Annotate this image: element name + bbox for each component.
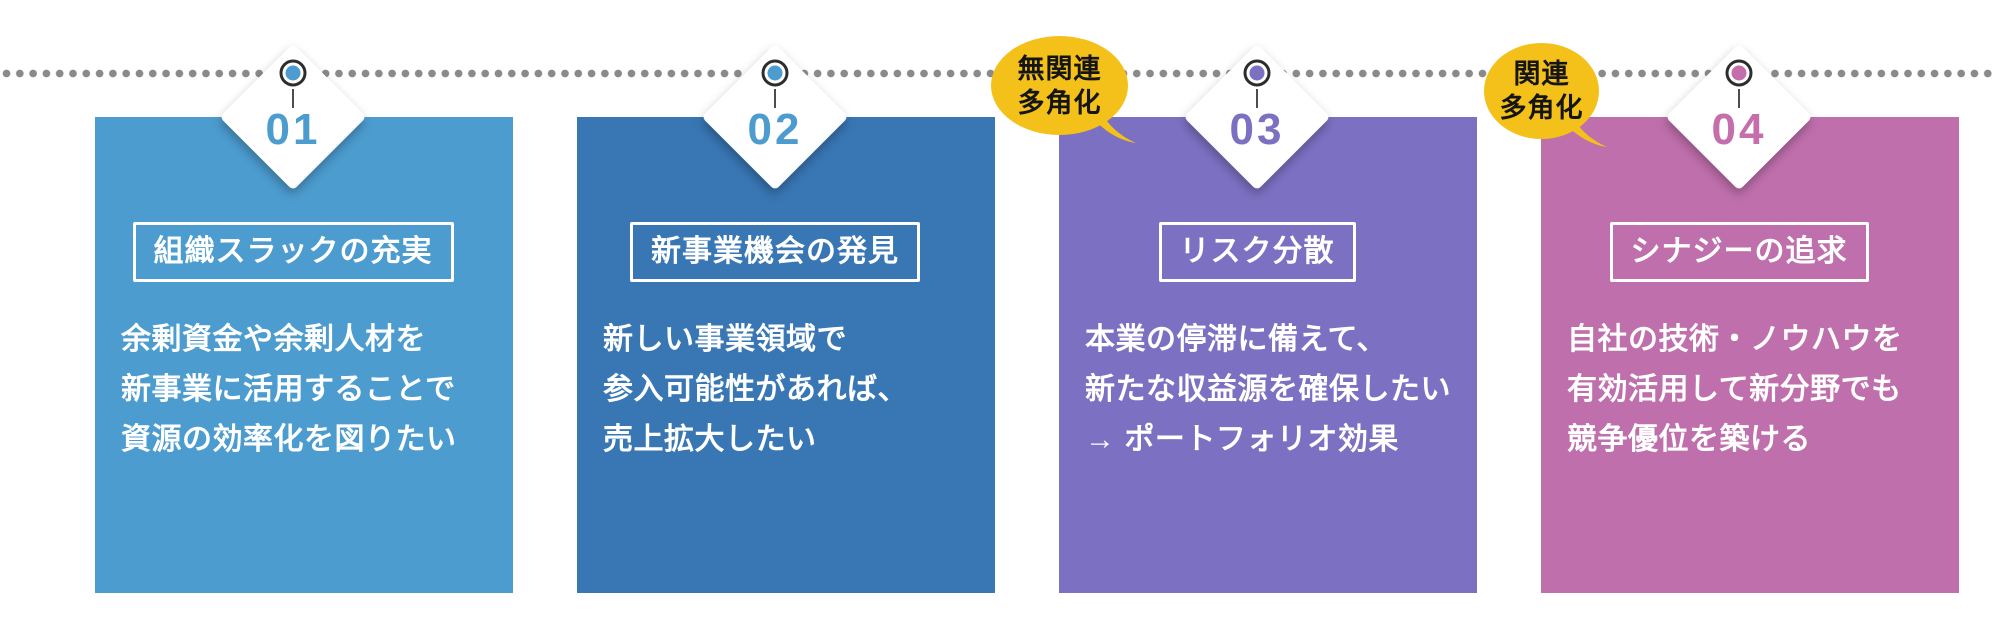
card-body-04: 自社の技術・ノウハウを 有効活用して新分野でも 競争優位を築ける [1567,315,1945,465]
step-number-03: 03 [1229,105,1285,154]
card-title-01: 組織スラックの充実 [132,222,454,282]
timeline-node-icon [1243,59,1271,87]
step-number-04: 04 [1711,105,1767,154]
body-line: 本業の停滞に備えて、 [1085,323,1387,356]
card-01: 組織スラックの充実 余剰資金や余剰人材を 新事業に活用することで 資源の効率化を… [95,117,513,593]
body-line: → ポートフォリオ効果 [1085,423,1399,456]
body-line: 新たな収益源を確保したい [1085,373,1451,406]
bubble-line: 多角化 [1017,87,1102,118]
card-title-04: シナジーの追求 [1609,222,1869,282]
card-title-03: リスク分散 [1158,222,1356,282]
card-body-03: 本業の停滞に備えて、 新たな収益源を確保したい → ポートフォリオ効果 [1085,315,1463,465]
body-line: 有効活用して新分野でも [1567,373,1902,406]
card-body-01: 余剰資金や余剰人材を 新事業に活用することで 資源の効率化を図りたい [121,315,499,465]
body-line: 新しい事業領域で [603,323,847,356]
timeline-node-icon [1725,59,1753,87]
card-03: リスク分散 本業の停滞に備えて、 新たな収益源を確保したい → ポートフォリオ効… [1059,117,1477,593]
timeline-node-icon [761,59,789,87]
step-section-02: 新事業機会の発見 新しい事業領域で 参入可能性があれば、 売上拡大したい 02 [577,0,995,637]
card-body-02: 新しい事業領域で 参入可能性があれば、 売上拡大したい [603,315,981,465]
card-04: シナジーの追求 自社の技術・ノウハウを 有効活用して新分野でも 競争優位を築ける [1541,117,1959,593]
node-stem [292,89,294,108]
step-section-03: リスク分散 本業の停滞に備えて、 新たな収益源を確保したい → ポートフォリオ効… [1059,0,1477,637]
bubble-tail-icon [1565,113,1607,147]
step-number-01: 01 [265,105,321,154]
node-dot-icon [285,65,301,81]
step-section-01: 組織スラックの充実 余剰資金や余剰人材を 新事業に活用することで 資源の効率化を… [95,0,513,637]
node-dot-icon [1731,65,1747,81]
bubble-tail-icon [1094,109,1136,143]
body-line: 競争優位を築ける [1567,423,1811,456]
body-line: 売上拡大したい [603,423,817,456]
body-line: 余剰資金や余剰人材を [121,323,426,356]
node-dot-icon [1249,65,1265,81]
bubble-line: 関連 [1513,59,1570,89]
bubble-line: 多角化 [1499,93,1584,123]
step-section-04: シナジーの追求 自社の技術・ノウハウを 有効活用して新分野でも 競争優位を築ける… [1541,0,1959,637]
bubble-line: 無関連 [1017,53,1102,84]
step-number-02: 02 [747,105,803,154]
card-title-02: 新事業機会の発見 [630,222,920,282]
speech-bubble-related-diversification: 関連 多角化 [1484,43,1607,147]
timeline-node-icon [279,59,307,87]
card-02: 新事業機会の発見 新しい事業領域で 参入可能性があれば、 売上拡大したい [577,117,995,593]
speech-bubble-unrelated-diversification: 無関連 多角化 [991,36,1136,143]
body-line: 資源の効率化を図りたい [121,423,457,456]
body-line: 新事業に活用することで [121,373,456,406]
body-line: 参入可能性があれば、 [603,373,908,406]
node-stem [774,89,776,108]
node-dot-icon [767,65,783,81]
node-stem [1738,89,1740,108]
body-line: 自社の技術・ノウハウを [1567,323,1903,356]
node-stem [1256,89,1258,108]
